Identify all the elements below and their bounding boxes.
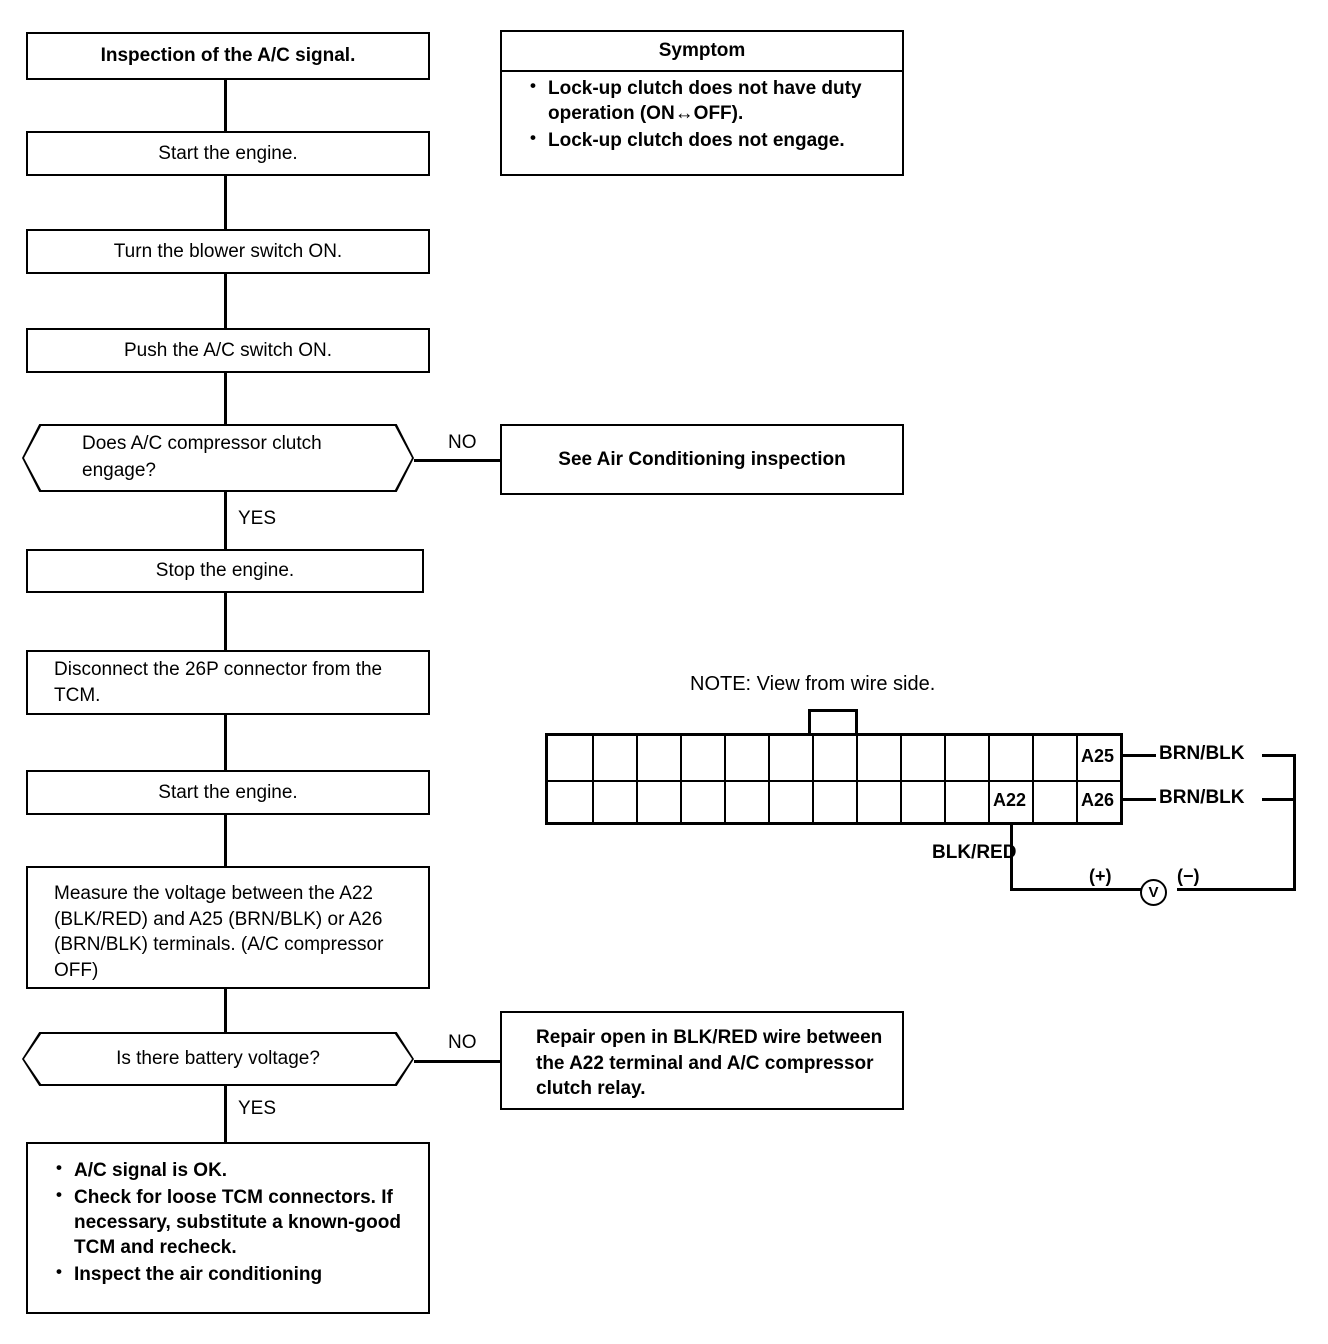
flow-start-box: Inspection of the A/C signal. [26, 32, 430, 80]
wire-line-a25-right [1262, 754, 1296, 757]
voltmeter-positive-label: (+) [1089, 866, 1112, 886]
step-start-engine-1: Start the engine. [26, 131, 430, 176]
wire-line-a26-left [1123, 798, 1156, 801]
decision-2-no-label: NO [448, 1032, 477, 1053]
wire-label-a25: BRN/BLK [1159, 743, 1245, 764]
step-blower-switch: Turn the blower switch ON. [26, 229, 430, 274]
connector-col-divider [768, 736, 770, 822]
connector-row-divider [548, 780, 1120, 782]
decision-1-no-label: NO [448, 432, 477, 453]
connector-col-divider [1032, 736, 1034, 822]
flow-start-label: Inspection of the A/C signal. [100, 45, 356, 67]
result-list: A/C signal is OK. Check for loose TCM co… [54, 1157, 414, 1289]
step-blower-switch-label: Turn the blower switch ON. [113, 240, 343, 262]
connector-col-divider [636, 736, 638, 822]
connector-note: NOTE: View from wire side. [690, 673, 936, 695]
step-ac-switch: Push the A/C switch ON. [26, 328, 430, 373]
connector-line-6 [224, 714, 227, 770]
step-start-engine-2-label: Start the engine. [158, 781, 298, 803]
symptom-item-2: Lock-up clutch does not engage. [528, 127, 888, 153]
symptom-header: Symptom [502, 32, 902, 72]
connector-col-divider [680, 736, 682, 822]
wire-meter-negative-lead [1177, 888, 1296, 891]
connector-line-yes-1 [224, 492, 227, 550]
step-start-engine-2: Start the engine. [26, 770, 430, 815]
connector-line-2 [224, 176, 227, 230]
connector-col-divider [592, 736, 594, 822]
decision-battery-voltage: Is there battery voltage? [22, 1032, 414, 1086]
symptom-body: Lock-up clutch does not have duty operat… [528, 75, 888, 155]
wire-meter-positive-lead [1010, 888, 1142, 891]
connector-col-divider [724, 736, 726, 822]
no-branch-line-2 [414, 1060, 502, 1063]
result-item-2: Check for loose TCM connectors. If neces… [54, 1184, 414, 1260]
connector-col-divider [900, 736, 902, 822]
connector-pin-a26: A26 [1080, 789, 1115, 810]
connector-col-divider [856, 736, 858, 822]
no-branch-line-1 [414, 459, 502, 462]
step-stop-engine-label: Stop the engine. [155, 560, 295, 582]
connector-col-divider [812, 736, 814, 822]
step-measure-voltage: Measure the voltage between the A22 (BLK… [26, 866, 430, 989]
decision-1-label: Does A/C compressor clutch engage? [82, 433, 322, 481]
decision-ac-clutch-engage: Does A/C compressor clutch engage? [22, 424, 414, 492]
voltmeter-negative-label: (−) [1177, 866, 1200, 886]
no-branch-box-ac-inspection: See Air Conditioning inspection [500, 424, 904, 495]
connector-polarizing-tab [808, 709, 858, 735]
symptom-box: Symptom Lock-up clutch does not have dut… [500, 30, 904, 176]
connector-line-5 [224, 592, 227, 650]
result-item-3: Inspect the air conditioning [54, 1261, 414, 1287]
step-stop-engine: Stop the engine. [26, 549, 424, 593]
step-ac-switch-label: Push the A/C switch ON. [123, 339, 333, 361]
wire-line-a26-right [1262, 798, 1296, 801]
connector-line-8 [224, 988, 227, 1032]
connector-line-yes-2 [224, 1086, 227, 1142]
voltmeter-icon: V [1140, 879, 1167, 906]
decision-2-yes-label: YES [238, 1098, 277, 1119]
decision-1-yes-label: YES [238, 508, 277, 529]
wire-label-a22: BLK/RED [932, 842, 1017, 863]
result-box: A/C signal is OK. Check for loose TCM co… [26, 1142, 430, 1314]
connector-line-7 [224, 814, 227, 866]
connector-pin-a22: A22 [992, 789, 1027, 810]
voltmeter-symbol: V [1148, 884, 1159, 901]
connector-line-4 [224, 372, 227, 424]
symptom-list: Lock-up clutch does not have duty operat… [528, 75, 888, 153]
step-start-engine-1-label: Start the engine. [158, 142, 298, 164]
connector-col-divider [988, 736, 990, 822]
wire-bus-right [1293, 754, 1296, 891]
decision-2-fill [24, 1034, 412, 1084]
connector-line-1 [224, 80, 227, 132]
no-branch-box-repair-label: Repair open in BLK/RED wire between the … [536, 1027, 883, 1100]
no-branch-box-ac-inspection-label: See Air Conditioning inspection [558, 448, 846, 470]
step-disconnect-connector-label: Disconnect the 26P connector from the TC… [54, 658, 383, 706]
no-branch-box-repair: Repair open in BLK/RED wire between the … [500, 1011, 904, 1110]
decision-1-fill [24, 426, 412, 490]
connector-col-divider [944, 736, 946, 822]
result-item-1: A/C signal is OK. [54, 1157, 414, 1183]
connector-pin-a25: A25 [1080, 745, 1115, 766]
wire-line-a22-down [1010, 823, 1013, 888]
connector-body [545, 733, 1123, 825]
step-measure-voltage-label: Measure the voltage between the A22 (BLK… [54, 883, 384, 981]
connector-line-3 [224, 274, 227, 328]
connector-col-divider [1076, 736, 1078, 822]
symptom-item-1: Lock-up clutch does not have duty operat… [528, 75, 888, 126]
wire-label-a26: BRN/BLK [1159, 787, 1245, 808]
decision-2-label: Is there battery voltage? [116, 1047, 320, 1069]
wire-line-a25-left [1123, 754, 1156, 757]
step-disconnect-connector: Disconnect the 26P connector from the TC… [26, 650, 430, 715]
